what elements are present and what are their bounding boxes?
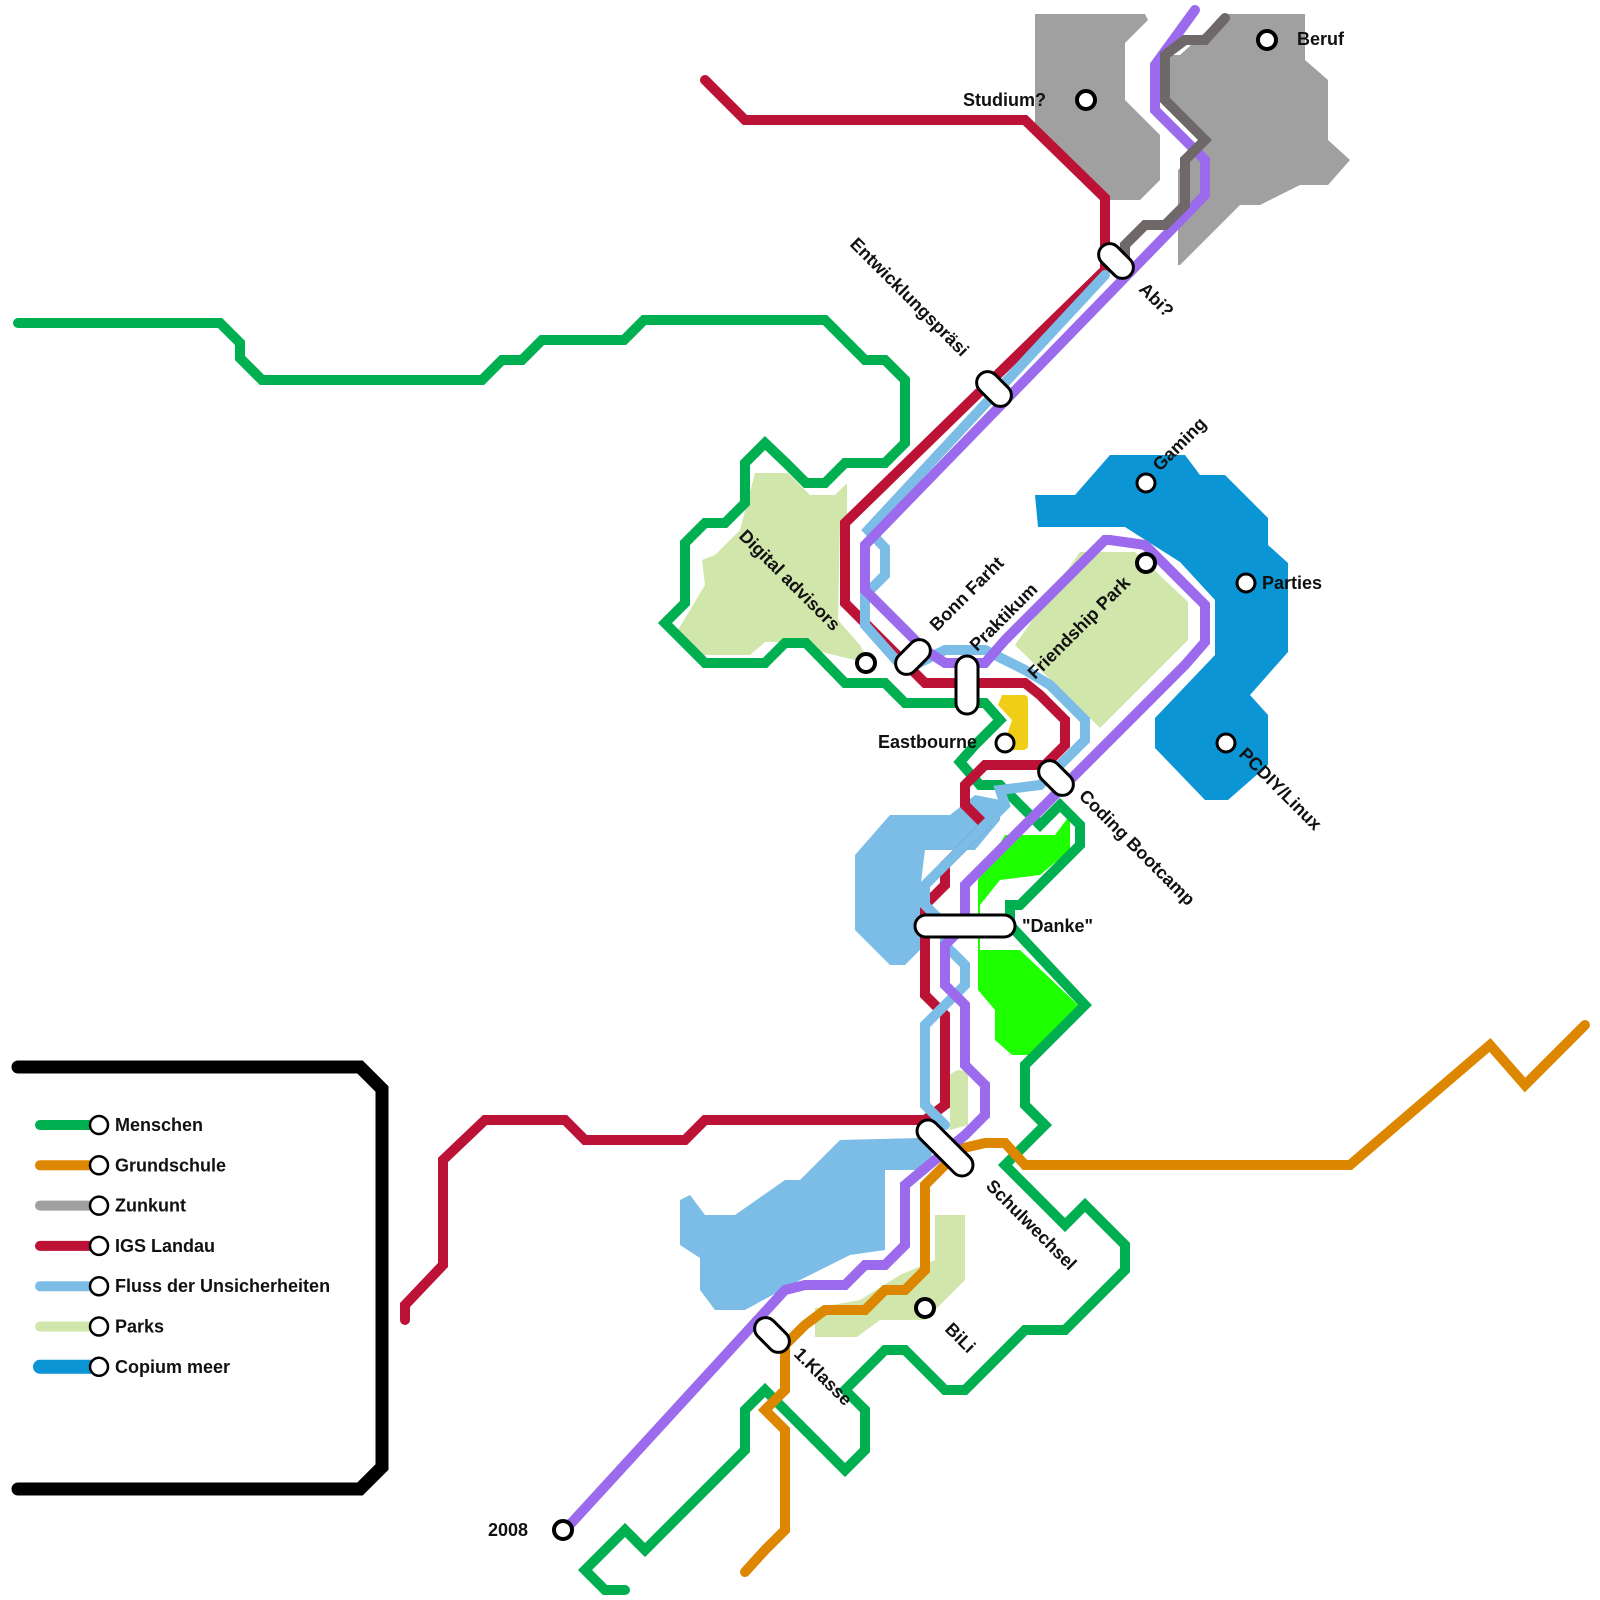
areas — [675, 14, 1350, 1337]
line-zukunft — [1120, 13, 1230, 273]
station-studium[interactable] — [1075, 89, 1097, 111]
fluss-lake-lower — [680, 1128, 935, 1310]
station-digital-advisors[interactable] — [855, 652, 877, 674]
legend-label: Grundschule — [115, 1155, 226, 1175]
lines — [13, 5, 1590, 1595]
label-abi: Abi? — [1135, 279, 1177, 321]
fluss-lake-upper — [855, 795, 1000, 965]
station-pcdiy[interactable] — [1215, 732, 1237, 754]
label-parties: Parties — [1262, 573, 1322, 593]
station-bili[interactable] — [914, 1297, 936, 1319]
station-eastbourne[interactable] — [994, 732, 1016, 754]
legend-label: Parks — [115, 1317, 164, 1337]
legend-label: Zunkunt — [115, 1196, 186, 1216]
label-eastbourne: Eastbourne — [878, 732, 977, 752]
transfer-1-klasse[interactable] — [750, 1313, 794, 1357]
label-entwicklungspraesi: Entwicklungspräsi — [846, 234, 973, 361]
zukunft-area-right — [1170, 14, 1350, 265]
stations — [552, 29, 1278, 1541]
copium-sea — [1035, 455, 1288, 800]
station-gaming[interactable] — [1135, 472, 1157, 494]
station-friendship-park[interactable] — [1135, 552, 1157, 574]
line-menschen-west — [13, 315, 1085, 930]
legend-item: IGS Landau — [35, 1235, 215, 1257]
line-igs — [400, 75, 1110, 1325]
legend-item: Copium meer — [33, 1356, 230, 1378]
legend-item: Menschen — [35, 1114, 203, 1136]
legend-item: Parks — [35, 1316, 164, 1337]
legend-label: IGS Landau — [115, 1236, 215, 1256]
line-fluss — [860, 270, 1110, 1130]
transfers — [750, 239, 1138, 1357]
station-2008[interactable] — [552, 1519, 574, 1541]
line-purple — [560, 5, 1210, 1535]
label-studium: Studium? — [963, 90, 1046, 110]
transfer-coding-bootcamp[interactable] — [1034, 756, 1078, 800]
legend-label: Menschen — [115, 1115, 203, 1135]
label-beruf: Beruf — [1297, 29, 1345, 49]
legend-item: Fluss der Unsicherheiten — [35, 1275, 330, 1297]
legend-station-icon — [88, 1155, 110, 1176]
legend-station-icon — [88, 1356, 110, 1378]
zukunft-area-left — [1035, 14, 1160, 200]
legend-station-icon — [88, 1195, 110, 1216]
station-parties[interactable] — [1235, 572, 1257, 594]
label-1-klasse: 1.Klasse — [790, 1344, 856, 1410]
legend-item: Grundschule — [35, 1155, 226, 1176]
transfer-praktikum[interactable] — [954, 654, 980, 716]
label-pcdiy: PCDIY/Linux — [1235, 744, 1326, 835]
label-coding-bootcamp: Coding Bootcamp — [1075, 786, 1199, 910]
legend-station-icon — [88, 1235, 110, 1257]
yellow-area — [998, 695, 1028, 750]
legend-station-icon — [88, 1114, 110, 1136]
label-danke: "Danke" — [1022, 916, 1093, 936]
legend-frame — [11, 1060, 389, 1496]
transfer-bonn-farht[interactable] — [891, 635, 935, 679]
park-friendship — [1015, 552, 1188, 728]
legend-label: Copium meer — [115, 1357, 230, 1377]
line-grundschule — [740, 1020, 1590, 1577]
station-beruf[interactable] — [1256, 29, 1278, 51]
label-2008: 2008 — [488, 1520, 528, 1540]
park-digital-advisors — [675, 473, 865, 660]
legend-station-icon — [88, 1275, 110, 1297]
park-small — [950, 1070, 968, 1130]
transfer-entwicklungspraesi[interactable] — [972, 367, 1016, 411]
bright-green-area — [978, 815, 1078, 1055]
transfer-danke[interactable] — [913, 913, 1017, 939]
legend-label: Fluss der Unsicherheiten — [115, 1276, 330, 1296]
legend-station-icon — [88, 1316, 110, 1337]
line-menschen-south — [577, 920, 1130, 1595]
legend-item: Zunkunt — [35, 1195, 186, 1216]
transfer-schulwechsel[interactable] — [912, 1115, 977, 1180]
transfer-abi[interactable] — [1094, 239, 1138, 283]
label-bili: BiLi — [941, 1319, 979, 1357]
